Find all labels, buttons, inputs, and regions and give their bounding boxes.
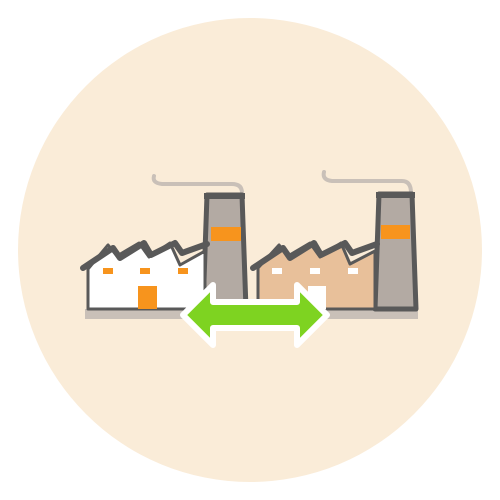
background-circle [18,18,482,482]
right-smoke-icon [321,170,413,195]
left-building [80,240,210,311]
right-factory-icon [250,170,419,312]
left-roof [80,240,210,271]
left-chimney-stripe [211,227,241,241]
right-building [250,240,380,311]
right-window [272,268,282,274]
right-chimney [372,191,419,312]
right-window [348,268,358,274]
right-window [310,268,320,274]
right-chimney-stripe [381,225,410,239]
left-door [138,286,157,309]
double-arrow-icon [180,282,330,348]
left-window [140,268,150,274]
right-roof [250,240,380,271]
left-window [178,268,188,274]
left-smoke-icon [151,174,244,195]
left-window [103,268,113,274]
